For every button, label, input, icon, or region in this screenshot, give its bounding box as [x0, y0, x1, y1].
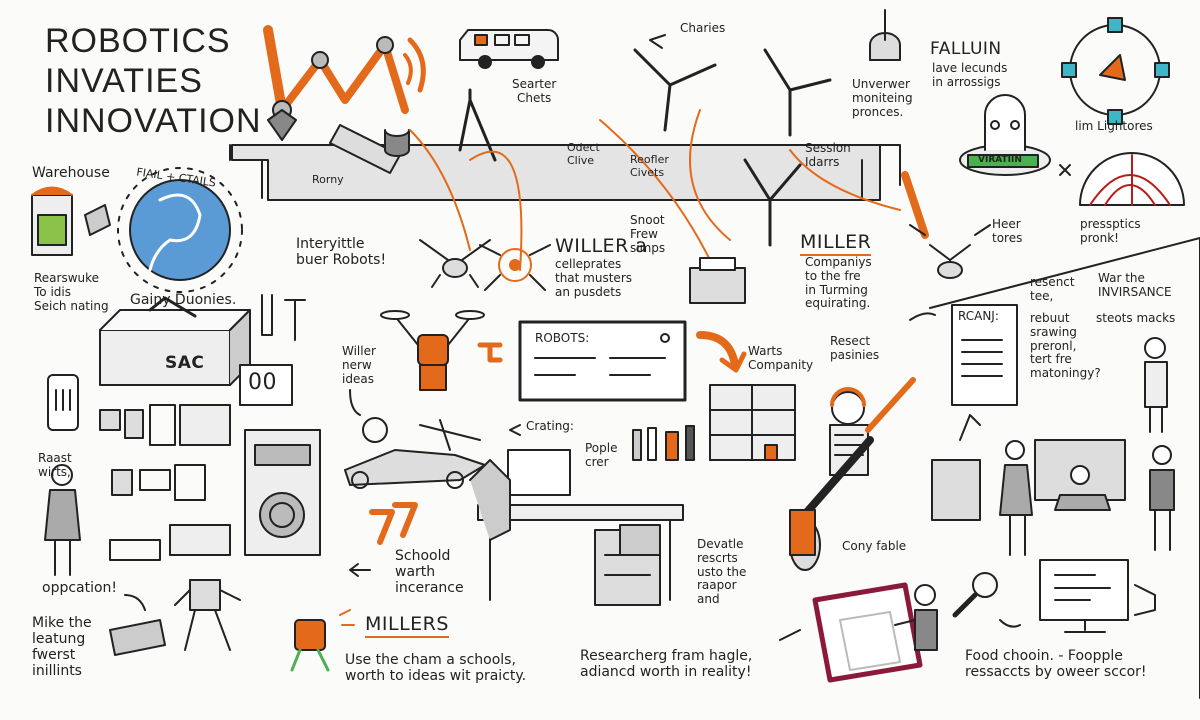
label-heer: Heer tores — [992, 217, 1023, 245]
bottles — [632, 425, 695, 461]
warehouse-kiosk-icon — [31, 186, 111, 256]
propeller-rotor-icons — [458, 48, 832, 247]
label-reofler: Reofler Civets — [630, 153, 669, 179]
counter-device — [239, 364, 293, 406]
label-starter: Searter Chets — [512, 77, 557, 105]
orange-arrow — [696, 331, 747, 373]
office-scene — [931, 414, 1175, 556]
delivery-van-icon — [459, 29, 559, 69]
title-line-1: ROBOTICS — [45, 22, 231, 60]
label-lim: lim Lightores — [1075, 119, 1153, 133]
person-standing — [1144, 337, 1168, 433]
label-gainy: Gainy Duonies. — [130, 292, 237, 308]
flying-vehicle-icon — [344, 417, 486, 489]
walking-robot-icon — [109, 579, 241, 656]
info-panel — [929, 237, 1200, 699]
drawing-tablet-scene — [812, 582, 938, 683]
computer-desk — [469, 449, 684, 606]
label-miller-body: Companiys to the fre in Turming equirati… — [805, 255, 872, 311]
label-millers-title: MILLERS — [365, 613, 449, 638]
cable-lines — [409, 109, 901, 271]
small-drone-icon — [419, 239, 491, 288]
sac-machine — [99, 296, 251, 386]
orange-robot-figure — [380, 310, 503, 391]
label-cony: Cony fable — [842, 539, 907, 553]
geodesic-dome-icon — [1059, 152, 1185, 206]
businessman-figure — [44, 464, 81, 576]
arrows — [124, 34, 1021, 641]
label-pressptics: pressptics pronk! — [1080, 217, 1141, 245]
label-miller-title: MILLER — [800, 231, 872, 256]
label-warts: Warts Companity — [748, 344, 814, 372]
label-sac: SAC — [165, 353, 205, 373]
label-willer-a-body: celleprates that musters an pusdets — [555, 257, 633, 299]
label-session: Session Idarrs — [805, 141, 851, 169]
storage-boxes — [99, 404, 231, 561]
label-pople: Pople crer — [585, 441, 618, 469]
label-crating: Crating: — [526, 419, 574, 433]
label-odect: Odect Clive — [567, 141, 600, 167]
robots-whiteboard — [518, 320, 687, 402]
label-drone-banner: VIRATIIN — [978, 155, 1022, 165]
monitor-icon — [952, 559, 1156, 633]
label-rears: Rearswuke To idis Seich nating — [34, 271, 109, 313]
label-mike: Mike the leatung fwerst inillints — [32, 615, 92, 680]
label-falluin-body: lave lecunds in arrossigs — [932, 61, 1008, 89]
label-warehouse: Warehouse — [32, 165, 110, 181]
label-resect: Resect pasinies — [830, 334, 880, 362]
label-rcanj: RCANJ: — [958, 309, 999, 323]
seven-seven-glyph — [369, 502, 418, 545]
server-cabinet — [244, 429, 321, 556]
storage-shelf — [709, 384, 796, 461]
label-food: Food chooin. - Foopple ressaccts by owee… — [965, 648, 1147, 681]
label-oppcation: oppcation! — [42, 580, 118, 596]
small-orange-robot-icon — [290, 609, 355, 672]
label-resenct: resenct tee, — [1030, 275, 1075, 303]
label-robots-board: ROBOTS: — [535, 331, 590, 345]
label-research-line: Researcherg fram hagle, adiancd worth in… — [580, 648, 753, 681]
label-millers-line: Use the cham a schools, worth to ideas w… — [345, 652, 527, 685]
label-rebuut: rebuut srawing preronl, tert fre matonin… — [1030, 311, 1101, 381]
label-school: Schoold warth incerance — [395, 548, 464, 597]
monitoring-robot — [869, 9, 1051, 176]
label-charies: Charies — [680, 21, 726, 35]
label-war: War the INVIRSANCE — [1098, 271, 1172, 299]
label-devatle: Devatle rescrts usto the raapor and — [697, 537, 747, 607]
label-falluin-title: FALLUIN — [930, 39, 1002, 59]
ai-head-icon — [117, 167, 243, 293]
title-line-3: INNOVATION — [45, 102, 262, 140]
industrial-arm-icon — [263, 25, 426, 174]
label-raast: Raast wirts, — [38, 451, 72, 479]
phone-icon — [47, 374, 79, 431]
label-rorny: Rorny — [312, 173, 344, 186]
humanoid-robot-figure — [789, 377, 916, 571]
label-willer-new: Willer nerw ideas — [342, 344, 376, 386]
label-interyittle: Interyittle buer Robots! — [296, 236, 387, 269]
tool-icons — [261, 294, 306, 341]
label-unwerver: Unverwer moniteing pronces. — [852, 77, 913, 119]
hovering-drone-icon — [901, 171, 991, 279]
label-snoot: Snoot Frew simps — [630, 213, 666, 255]
spider-drone-icon — [479, 244, 551, 291]
label-willer-a-title: WILLER a — [555, 235, 648, 257]
printer-icon — [689, 257, 746, 304]
label-steots: steots macks — [1096, 311, 1176, 325]
label-counter: 00 — [248, 370, 277, 395]
title-line-2: INVATIES — [45, 62, 203, 100]
network-hub-icon — [1061, 17, 1170, 125]
